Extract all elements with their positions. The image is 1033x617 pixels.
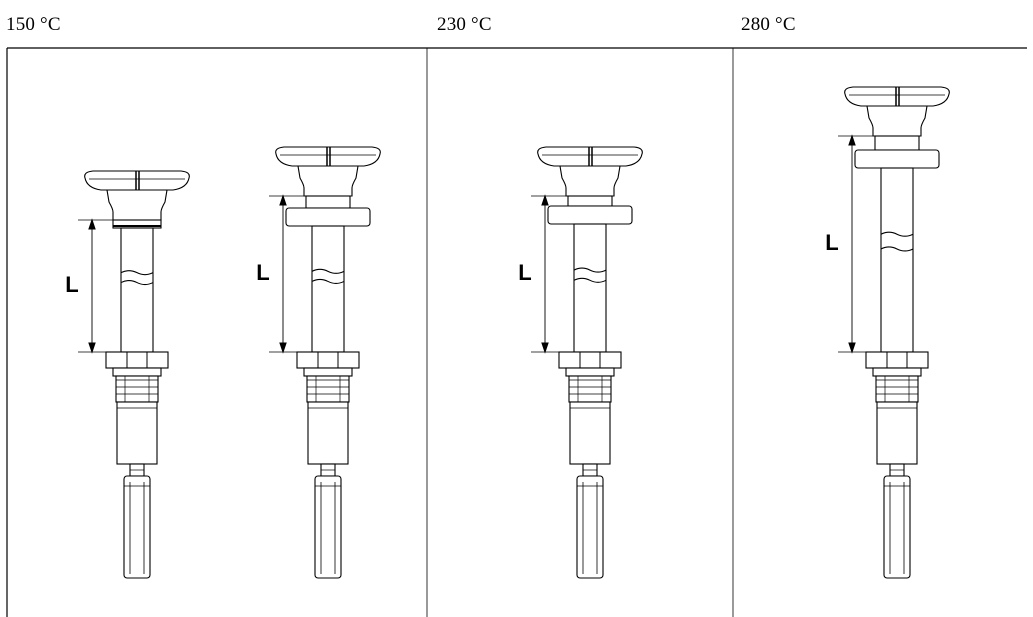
extension-tube — [880, 167, 914, 353]
spacer-tube — [874, 135, 920, 151]
sensor-body — [116, 401, 158, 465]
thread-collar — [565, 367, 615, 377]
sensor-body — [569, 401, 611, 465]
break-line — [311, 268, 345, 274]
sensor-device: L — [65, 170, 190, 579]
cooling-flange — [547, 205, 633, 225]
sensor-body — [876, 401, 918, 465]
dimension-arrow — [541, 194, 549, 206]
temperature-header-150: 150 °C — [6, 14, 61, 35]
break-line — [573, 277, 607, 283]
hex-nut — [865, 351, 929, 369]
dimension-label-L: L — [256, 260, 269, 285]
dimension-arrow — [279, 194, 287, 206]
thread-collar — [303, 367, 353, 377]
break-line — [880, 231, 914, 237]
housing — [106, 189, 168, 221]
extension-tube — [573, 223, 607, 353]
wing-cover — [275, 146, 381, 167]
dimension-label-L: L — [65, 272, 78, 297]
tuning-fork — [123, 475, 151, 579]
dimension-arrow — [88, 342, 96, 354]
extension-tube — [120, 227, 154, 353]
spacer-tube — [567, 195, 613, 207]
temperature-header-230: 230 °C — [437, 14, 492, 35]
break-line — [120, 280, 154, 286]
dimension-arrow — [88, 218, 96, 230]
housing — [559, 165, 621, 197]
dimension-arrow — [848, 134, 856, 146]
dimension-arrow — [848, 342, 856, 354]
hex-nut — [558, 351, 622, 369]
break-line — [311, 278, 345, 284]
wing-cover — [84, 170, 190, 191]
housing — [866, 105, 928, 137]
sensor-device: L — [518, 146, 643, 579]
housing — [297, 165, 359, 197]
dimension-label-L: L — [825, 230, 838, 255]
cooling-flange — [285, 207, 371, 227]
wing-cover — [844, 86, 950, 107]
hex-nut — [296, 351, 360, 369]
sensor-device: L — [256, 146, 381, 579]
dimension-arrow — [541, 342, 549, 354]
break-line — [120, 270, 154, 276]
break-line — [880, 246, 914, 252]
break-line — [573, 267, 607, 273]
extension-tube — [311, 225, 345, 353]
hex-nut — [105, 351, 169, 369]
spacer-tube — [305, 195, 351, 209]
dimension-arrow — [279, 342, 287, 354]
thread-collar — [872, 367, 922, 377]
sensor-body — [307, 401, 349, 465]
wing-cover — [537, 146, 643, 167]
temperature-header-280: 280 °C — [741, 14, 796, 35]
tuning-fork — [883, 475, 911, 579]
thread-collar — [112, 367, 162, 377]
tuning-fork — [314, 475, 342, 579]
tuning-fork — [576, 475, 604, 579]
dimension-label-L: L — [518, 260, 531, 285]
sensor-device: L — [825, 86, 950, 579]
cooling-flange — [854, 149, 940, 169]
